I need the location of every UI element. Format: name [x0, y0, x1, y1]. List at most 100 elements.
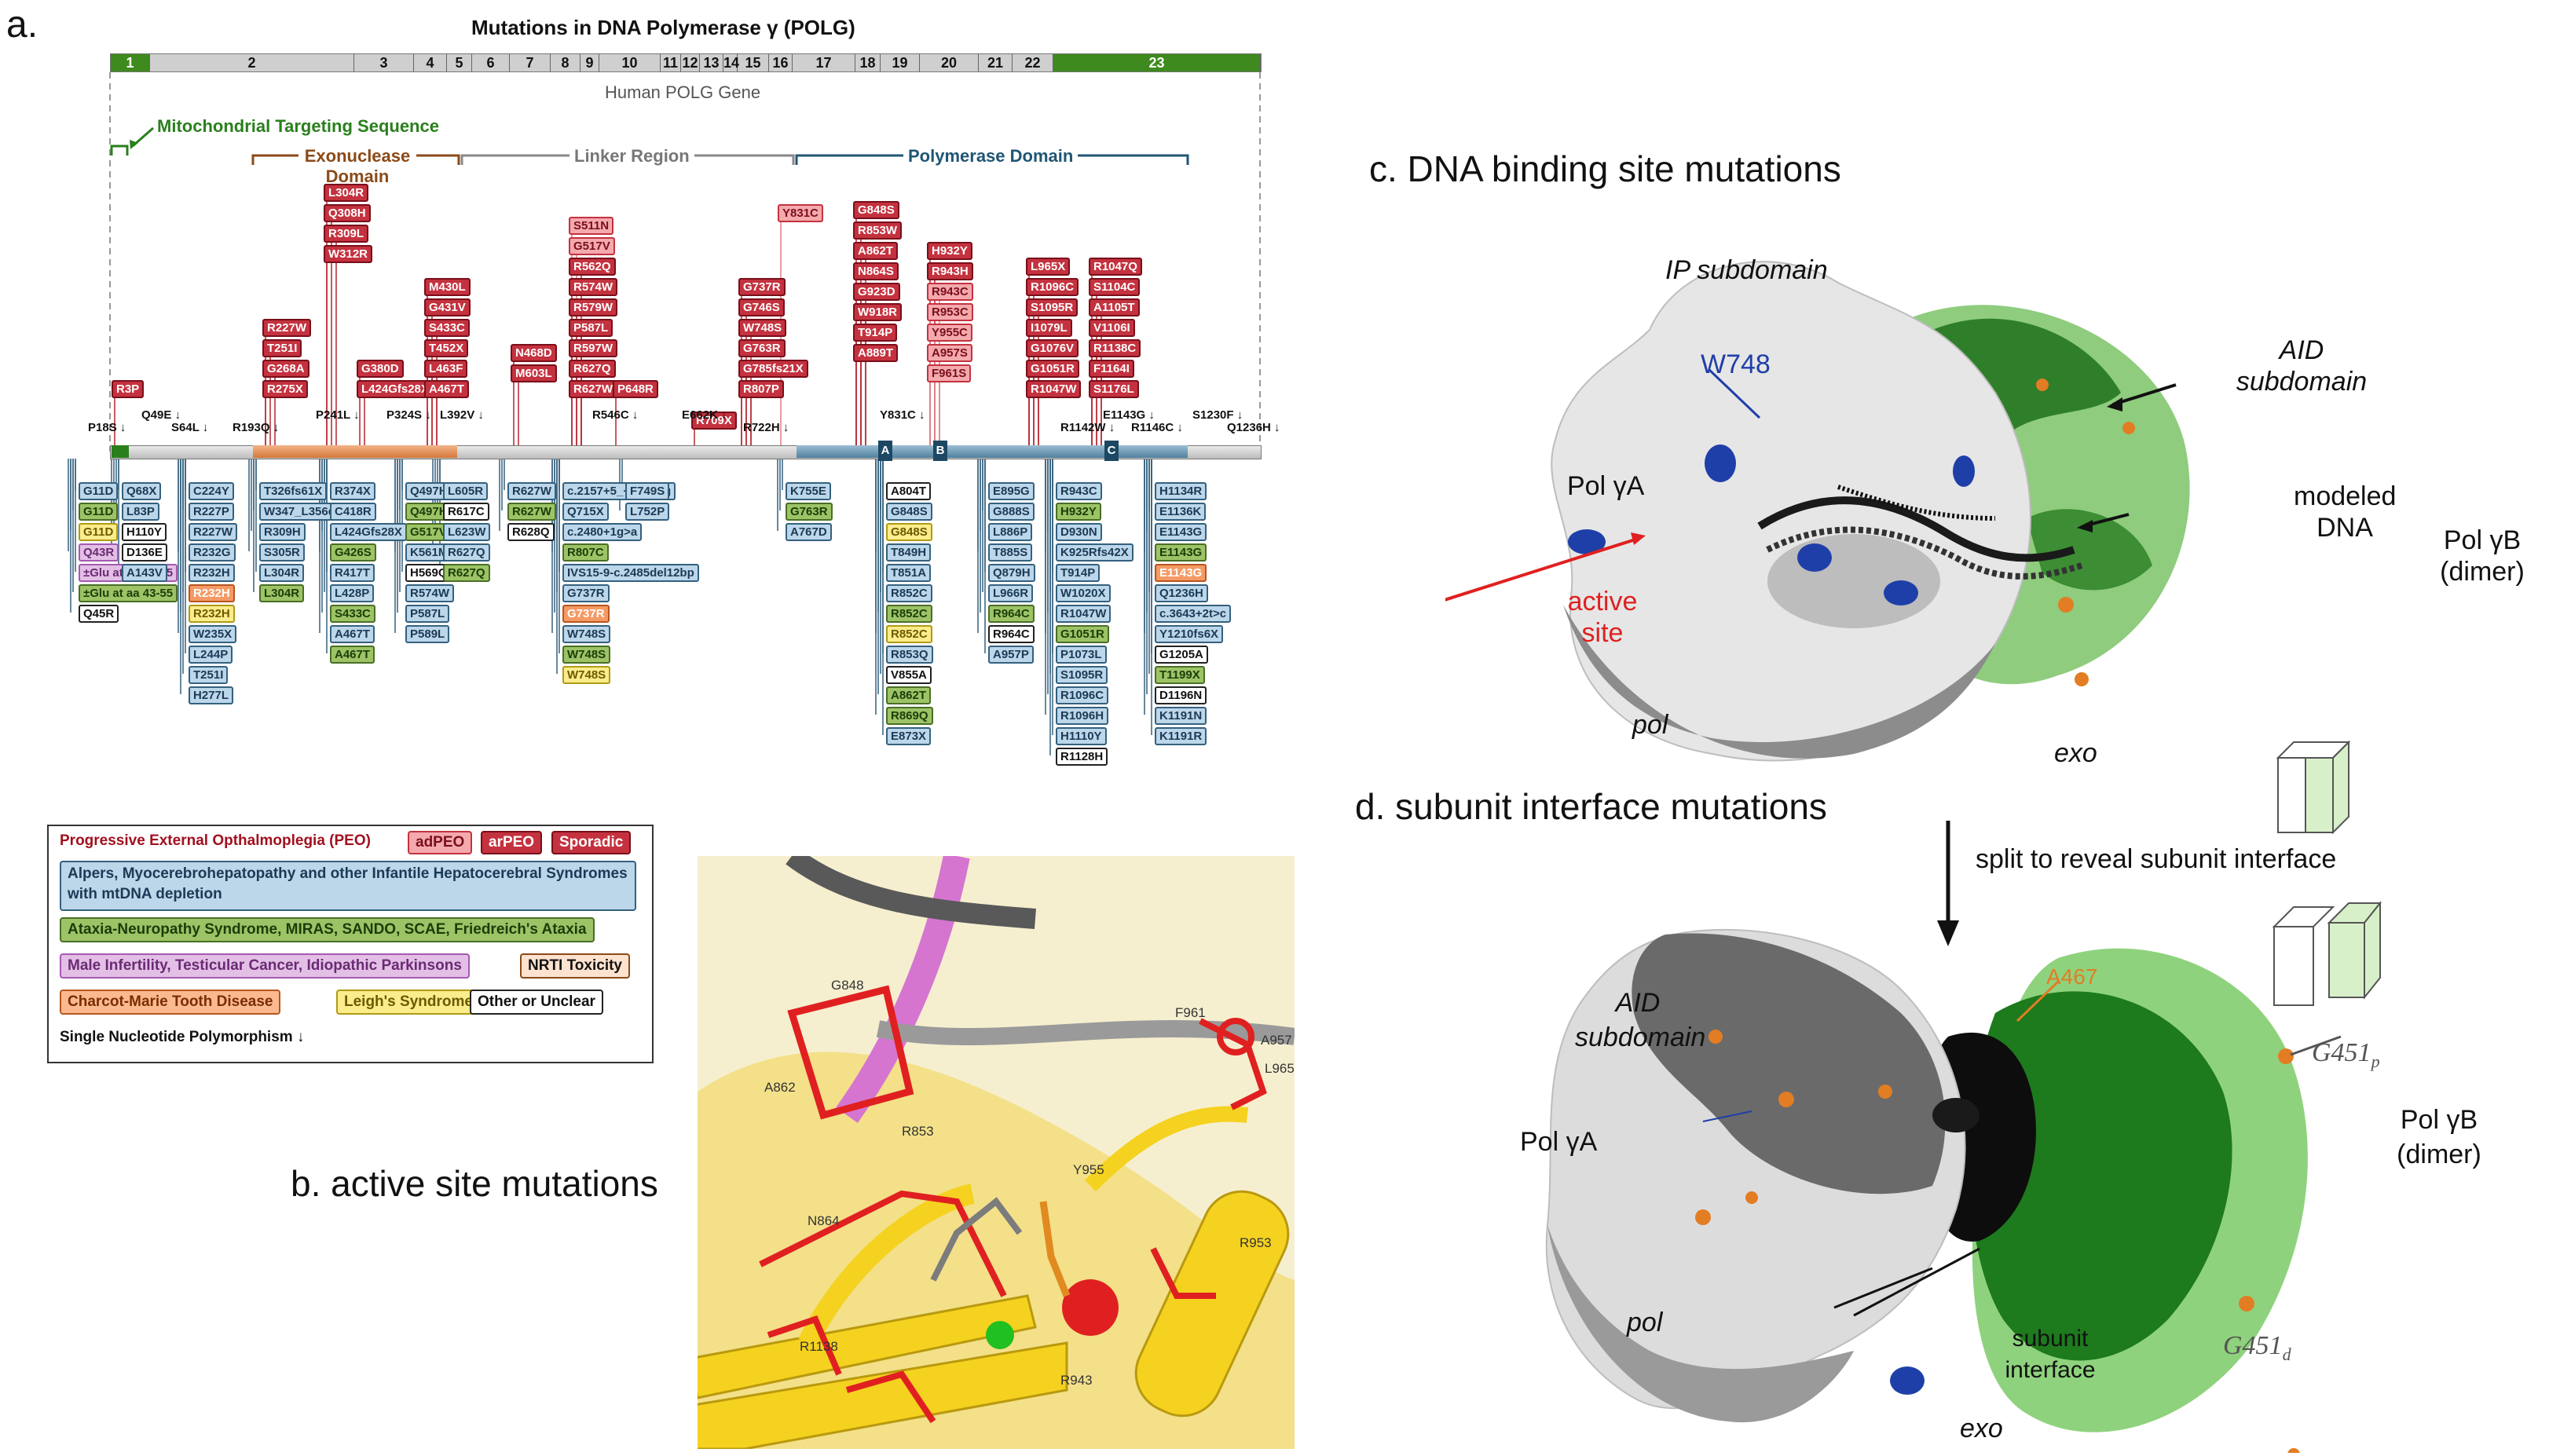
lower-mutation-box: E1143G [1155, 564, 1207, 582]
pol-gamma-a-label: Pol γA [1567, 471, 1645, 501]
split-label: split to reveal subunit interface [1976, 844, 2337, 874]
snp-label: P18S ↓ [88, 421, 126, 434]
legend-ataxia: Ataxia-Neuropathy Syndrome, MIRAS, SANDO… [60, 917, 595, 942]
lower-mutation-box: R1096H [1056, 707, 1109, 725]
snp-label: L392V ↓ [440, 408, 484, 422]
lower-mutation-box: L752P [625, 503, 670, 521]
upper-mutation-box: R943H [927, 262, 973, 280]
exon-10: 10 [599, 54, 661, 71]
lower-mutation-box: A862T [886, 686, 932, 704]
upper-mutation-box: R1096C [1026, 278, 1079, 296]
lower-mutation-box: W235X [189, 625, 237, 643]
lower-mutation-box: D1196N [1155, 686, 1207, 704]
lower-mutation-box: R227P [189, 503, 234, 521]
lower-mutation-box: L244P [189, 646, 233, 664]
lower-mutation-box: T326fs61X [259, 482, 328, 500]
upper-mutation-box: R1138C [1089, 339, 1141, 357]
panel-a-title: Mutations in DNA Polymerase γ (POLG) [471, 16, 855, 39]
residue-l965: L965 [1265, 1061, 1295, 1076]
upper-mutation-box: R627W [569, 380, 618, 398]
upper-mutation-box: M430L [424, 278, 471, 296]
cube-icon-split [2272, 901, 2382, 1006]
upper-mutation-box: L424Gfs28X [357, 380, 434, 398]
lower-mutation-box: R627Q [443, 543, 490, 562]
lower-mutation-box: H277L [189, 686, 234, 704]
exon-3: 3 [354, 54, 414, 71]
legend-adpeo: adPEO [408, 831, 473, 854]
upper-mutation-box: R627Q [569, 360, 616, 378]
snp-label: R546C ↓ [592, 408, 639, 422]
snp-label: Y831C ↓ [880, 408, 925, 422]
lower-mutation-box: G763R [786, 503, 833, 521]
exon-11: 11 [661, 54, 681, 71]
lower-mutation-box: W1020X [1056, 584, 1111, 602]
w748-label: W748 [1701, 349, 1771, 379]
lower-mutation-box: R417T [330, 564, 375, 582]
exon-7: 7 [510, 54, 551, 71]
region-mts: Mitochondrial Targeting Sequence [157, 116, 439, 136]
legend-sporadic: Sporadic [551, 831, 632, 854]
lower-mutation-box: T885S [988, 543, 1033, 562]
snp-label: S64L ↓ [171, 421, 209, 434]
lower-mutation-box: A957P [988, 646, 1034, 664]
lower-mutation-box: W347_L356del [259, 503, 350, 521]
upper-mutation-box: R807P [738, 380, 784, 398]
lower-mutation-box: Q497H [405, 503, 452, 521]
lower-mutation-box: W748S [562, 625, 611, 643]
exon-21: 21 [979, 54, 1013, 71]
lower-mutation-box: c.2480+1g>a [562, 523, 643, 541]
residue-r1138: R1138 [800, 1339, 838, 1354]
lower-mutation-box: G11D [79, 523, 119, 541]
lower-mutation-box: G888S [988, 503, 1035, 521]
legend-box: Progressive External Opthalmoplegia (PEO… [47, 825, 654, 1063]
g451p-label: G451p [2312, 1038, 2380, 1071]
lower-mutation-box: c.3643+2t>c [1155, 605, 1232, 623]
lower-mutation-box: R852C [886, 605, 932, 623]
exon-23: 23 [1053, 54, 1261, 71]
lower-mutation-box: L886P [988, 523, 1033, 541]
panel-b-label: b. active site mutations [291, 1163, 658, 1204]
lower-mutation-box: R807C [562, 543, 609, 562]
upper-mutation-box: N468D [511, 344, 557, 362]
upper-mutation-box: R597W [569, 339, 618, 357]
exon-22: 22 [1013, 54, 1053, 71]
upper-mutation-box: T914P [853, 324, 898, 342]
exon-8: 8 [551, 54, 580, 71]
snp-label: P324S ↓ [386, 408, 431, 422]
residue-a957: A957 [1261, 1033, 1292, 1048]
upper-mutation-box: Y955C [927, 324, 972, 342]
aid-subdomain-label: AID subdomain [2236, 335, 2368, 397]
lower-mutation-box: K755E [786, 482, 831, 500]
upper-mutation-box: R709X [691, 412, 737, 430]
upper-mutation-box: W748S [738, 319, 787, 337]
exon-2: 2 [150, 54, 354, 71]
snp-label: R193Q ↓ [233, 421, 280, 434]
lower-mutation-box: R853Q [886, 646, 933, 664]
lower-mutation-box: R227W [189, 523, 238, 541]
snp-label: R722H ↓ [743, 421, 789, 434]
upper-mutation-box: G848S [853, 201, 899, 219]
lower-mutation-box: R232H [189, 584, 235, 602]
upper-mutation-box: W918R [853, 303, 903, 321]
exo-label-d: exo [1960, 1414, 2003, 1443]
exon-18: 18 [855, 54, 881, 71]
lower-mutation-box: A143V [122, 564, 167, 582]
upper-mutation-box: L304R [324, 184, 369, 202]
lower-mutation-box: S305R [259, 543, 305, 562]
snp-label: R1142W ↓ [1060, 421, 1115, 434]
snp-label: R1146C ↓ [1131, 421, 1183, 434]
lower-mutation-box: P587L [405, 605, 450, 623]
mts-segment [112, 445, 129, 458]
cube-icon-intact [2276, 740, 2351, 835]
aid-subdomain-label-d: AID subdomain [1575, 988, 1706, 1052]
upper-mutation-box: P587L [569, 319, 613, 337]
lower-mutation-box: K1191R [1155, 727, 1207, 745]
exon-16: 16 [769, 54, 793, 71]
residue-g848: G848 [831, 978, 864, 993]
lower-mutation-box: L424Gfs28X [330, 523, 407, 541]
legend-alpers: Alpers, Myocerebrohepatopathy and other … [60, 861, 636, 911]
exon-19: 19 [881, 54, 920, 71]
lower-mutation-box: E1136K [1155, 503, 1207, 521]
lower-mutation-box: R232H [189, 564, 235, 582]
lower-mutation-box: T251I [189, 666, 229, 684]
